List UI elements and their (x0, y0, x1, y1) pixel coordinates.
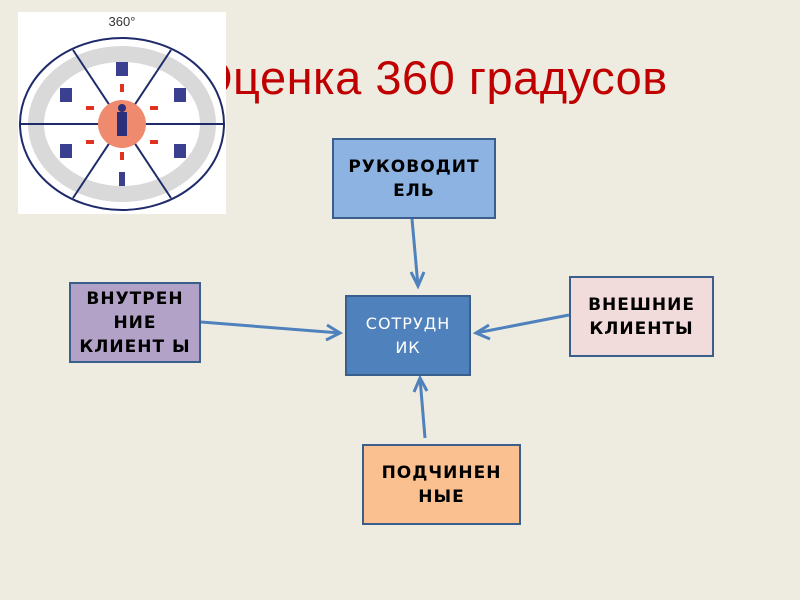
360-wheel-icon: 360° (19, 14, 225, 211)
logo-360-text: 360° (109, 14, 136, 29)
external-clients-box: ВНЕШНИЕ КЛИЕНТЫ (569, 276, 714, 357)
employee-box: СОТРУДН ИК (345, 295, 471, 376)
arrow-subordinates-to-employee (412, 374, 429, 439)
arrow-boss-to-employee (409, 218, 426, 290)
subordinates-label: ПОДЧИНЕН НЫЕ (381, 462, 502, 507)
slide-title: Оценка 360 градусов (196, 51, 668, 104)
arrow-internal-to-employee (200, 320, 344, 342)
external-clients-label: ВНЕШНИЕ КЛИЕНТЫ (588, 294, 695, 339)
internal-clients-box: ВНУТРЕН НИЕ КЛИЕНТ Ы (69, 282, 201, 363)
arrow-external-to-employee (472, 313, 570, 341)
subordinates-box: ПОДЧИНЕН НЫЕ (362, 444, 521, 525)
internal-clients-label: ВНУТРЕН НИЕ КЛИЕНТ Ы (79, 288, 191, 357)
boss-box: РУКОВОДИТ ЕЛЬ (332, 138, 496, 219)
employee-label: СОТРУДН ИК (365, 313, 451, 357)
360-degree-logo-image: 360° (18, 12, 226, 214)
boss-label: РУКОВОДИТ ЕЛЬ (348, 156, 480, 201)
